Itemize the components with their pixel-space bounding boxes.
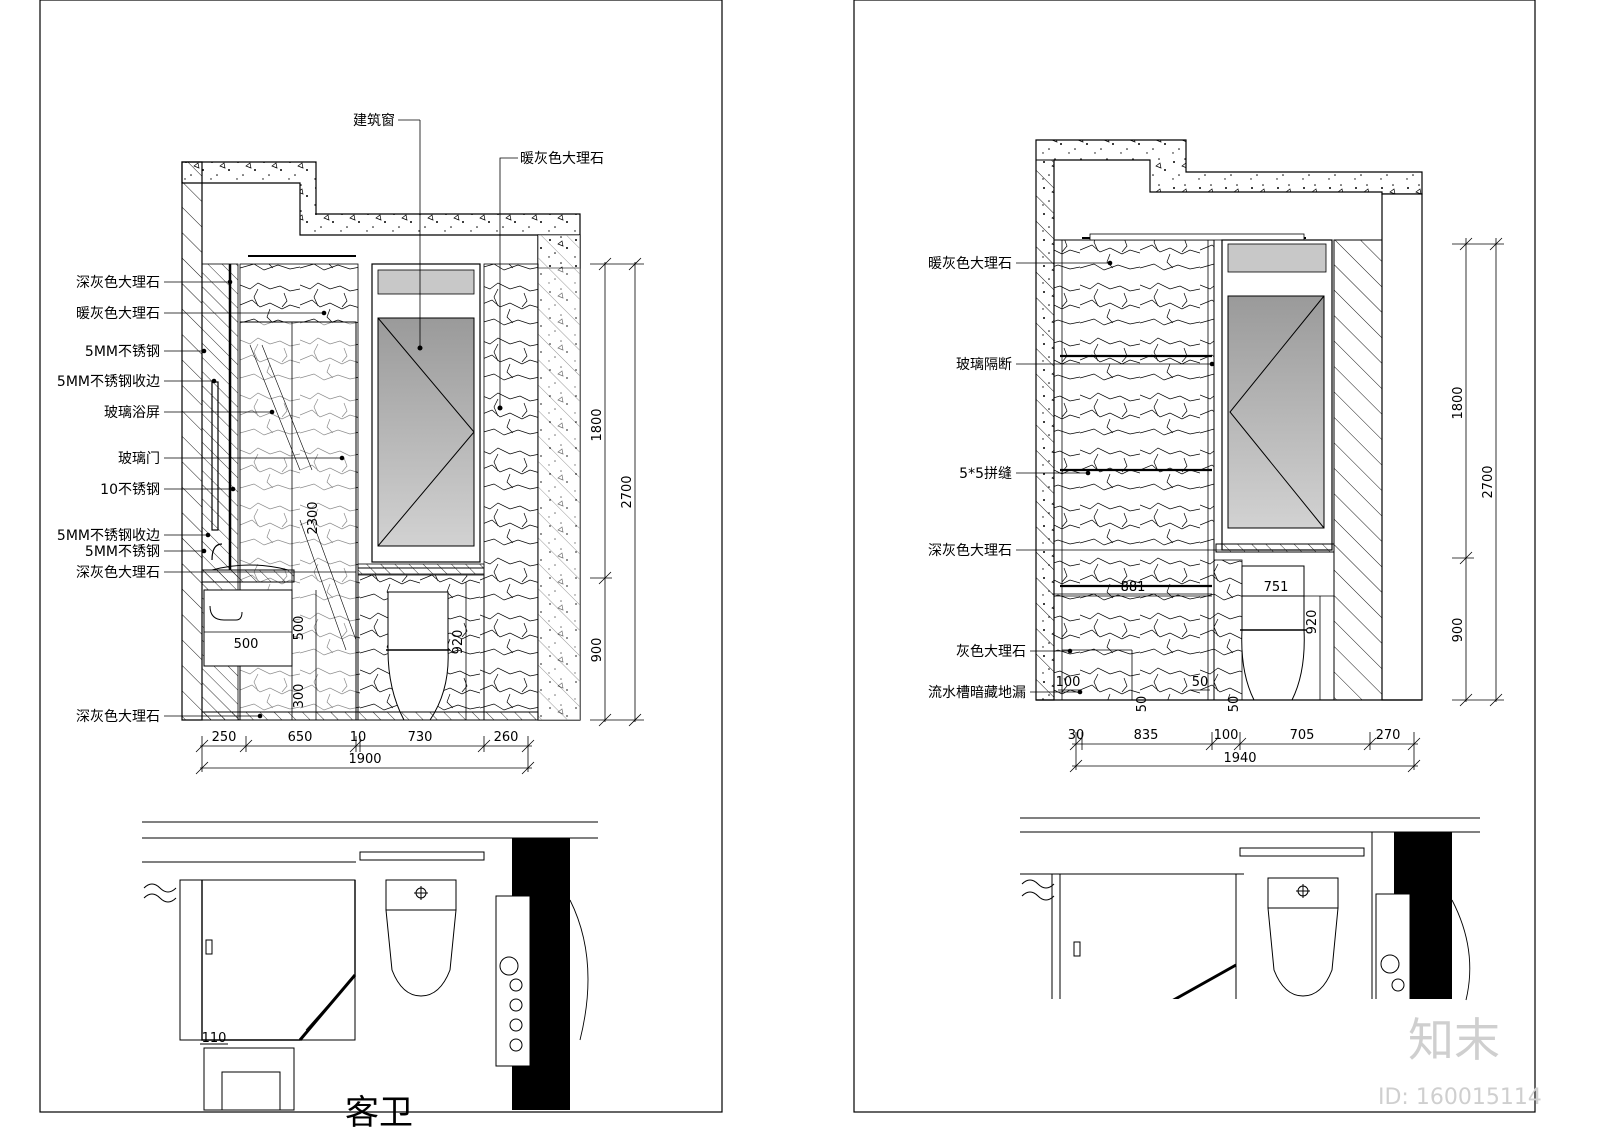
dim-left-730: 730 [408, 730, 433, 745]
dim-right-835: 835 [1134, 728, 1159, 743]
label-drain: 流水槽暗藏地漏 [928, 685, 1026, 701]
dim-left-250: 250 [212, 730, 237, 745]
dim-right-100a: 100 [1056, 675, 1081, 690]
label-warm-grey-marble: 暖灰色大理石 [76, 305, 160, 322]
window-glass [377, 317, 475, 547]
dim-right-881: 881 [1121, 580, 1146, 595]
dim-right-50c: 50 [1227, 696, 1242, 713]
label-grey-marble: 灰色大理石 [956, 643, 1026, 660]
dim-left-total: 1900 [348, 752, 381, 767]
vanity-cabinet [203, 589, 293, 667]
dim-right-100: 100 [1214, 728, 1239, 743]
right-window-sill [1215, 543, 1335, 553]
label-ss-10: 10不锈钢 [100, 482, 160, 498]
dim-right-50a: 50 [1192, 675, 1209, 690]
dim-right-705: 705 [1290, 728, 1315, 743]
dim-left-920: 920 [451, 630, 466, 655]
label-right-warm-grey-marble: 暖灰色大理石 [928, 255, 1012, 272]
dim-right-900: 900 [1451, 618, 1466, 643]
plan-shower-enclosure [201, 880, 356, 1041]
label-glass-door: 玻璃门 [118, 450, 160, 467]
label-right-dark-grey-marble: 深灰色大理石 [928, 542, 1012, 559]
label-ss-5mm-1: 5MM不锈钢 [85, 344, 160, 360]
dim-right-30: 30 [1068, 728, 1085, 743]
left-elevation: 建筑窗 暖灰色大理石 深灰色大理石 暖灰色大理石 5MM不锈钢 5MM不锈钢收边… [57, 112, 644, 775]
dim-left-1800: 1800 [590, 408, 605, 441]
label-dark-grey-marble-2: 深灰色大理石 [76, 564, 160, 581]
dim-left-2700: 2700 [620, 475, 635, 508]
label-ss-5mm-2: 5MM不锈钢 [85, 544, 160, 560]
label-dark-grey-marble-1: 深灰色大理石 [76, 274, 160, 291]
right-wall-left [1035, 159, 1055, 701]
dim-left-300: 300 [292, 684, 307, 709]
dim-right-270: 270 [1376, 728, 1401, 743]
label-ss-5mm-trim-2: 5MM不锈钢收边 [57, 528, 160, 544]
watermark-logo: 知末 [1408, 1013, 1500, 1067]
dim-right-751: 751 [1264, 580, 1289, 595]
dim-left-500-vertical: 500 [292, 616, 307, 641]
label-window: 建筑窗 [353, 112, 395, 129]
right-wall-right [1381, 193, 1423, 701]
plan-dim-110: 110 [202, 1031, 227, 1046]
right-wall-hatched [1333, 239, 1383, 701]
right-plan [1010, 817, 1480, 1005]
label-glass-partition: 玻璃隔断 [956, 356, 1012, 373]
left-wall-left [181, 161, 203, 721]
dim-left-10: 10 [350, 730, 367, 745]
dim-right-total: 1940 [1223, 751, 1256, 766]
watermark-id: ID: 160015114 [1378, 1085, 1542, 1110]
right-window-glass [1227, 295, 1325, 529]
label-joint-5x5: 5*5拼缝 [959, 466, 1012, 482]
basin-counter [201, 569, 295, 583]
left-plan: 110 客卫 [142, 821, 598, 1131]
right-elevation: 暖灰色大理石 玻璃隔断 5*5拼缝 深灰色大理石 灰色大理石 流水槽暗藏地漏 8… [928, 139, 1504, 773]
dim-right-920: 920 [1305, 610, 1320, 635]
dim-left-650: 650 [288, 730, 313, 745]
left-sheet-frame [39, 0, 723, 1113]
label-dark-grey-marble-3: 深灰色大理石 [76, 708, 160, 725]
label-glass-screen: 玻璃浴屏 [104, 404, 160, 421]
label-warm-grey-marble-top: 暖灰色大理石 [520, 150, 604, 167]
dim-right-2700: 2700 [1481, 465, 1496, 498]
dim-right-50b: 50 [1135, 696, 1150, 713]
toilet-elevation [387, 591, 449, 721]
dim-right-1800: 1800 [1451, 386, 1466, 419]
left-ceiling-slab [181, 161, 581, 269]
right-sheet-frame [853, 0, 1536, 1113]
plan-toilet [385, 909, 457, 997]
plan-room-title: 客卫 [345, 1093, 413, 1131]
right-plan-toilet [1267, 907, 1339, 997]
label-ss-5mm-trim-1: 5MM不锈钢收边 [57, 374, 160, 390]
dim-left-260: 260 [494, 730, 519, 745]
window-sill [357, 563, 485, 575]
right-toilet [1241, 595, 1305, 701]
dim-left-900: 900 [590, 638, 605, 663]
dim-left-2300: 2300 [306, 501, 321, 534]
dim-left-500: 500 [234, 637, 259, 652]
warm-grey-marble-right [483, 263, 539, 721]
